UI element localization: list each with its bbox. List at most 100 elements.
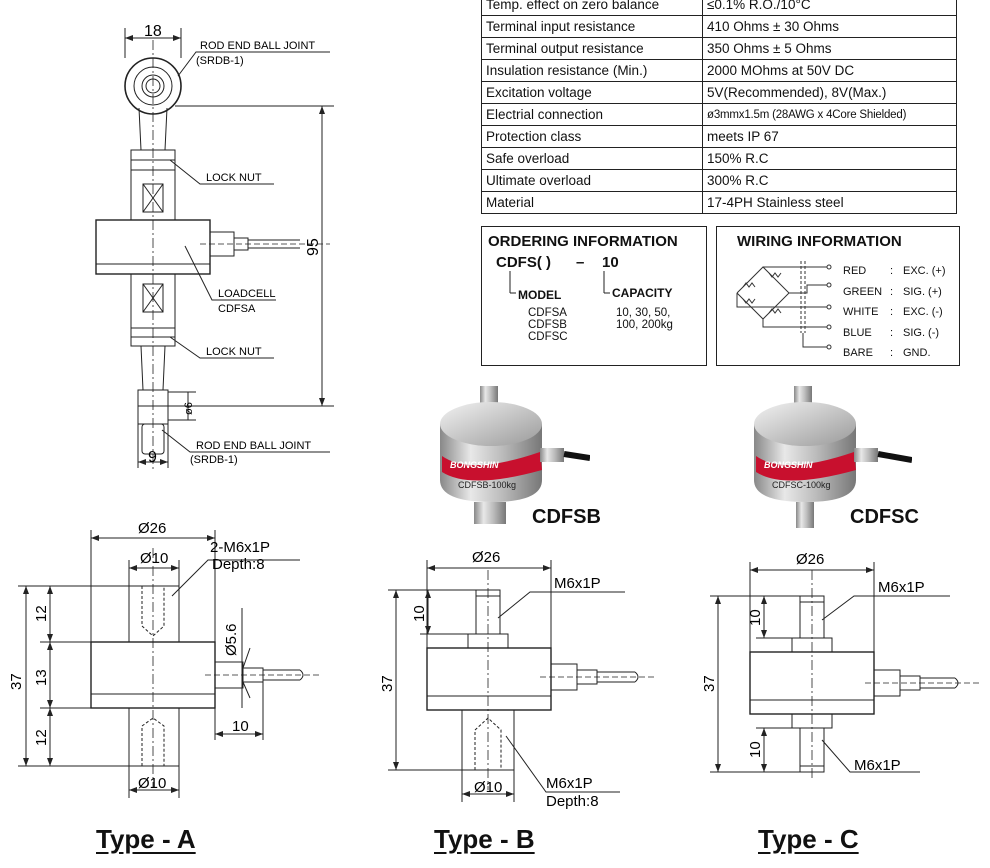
wire-sep: : [890,285,894,298]
ordering-dash: – [576,254,585,271]
model-item: CDFSA [528,307,567,319]
wire-color-list: RED GREEN WHITE BLUE BARE [843,261,882,364]
type-c-h-top: 10 [747,609,764,626]
cdfsb-model-text: CDFSB-100kg [458,480,516,490]
type-b-h-top: 10 [411,605,428,622]
wire-color: WHITE [843,306,879,318]
dim-length: 95 [305,238,322,256]
type-c-thread-top: M6x1P [878,579,925,596]
cdfsc-brand: BONGSHIN [764,460,813,470]
spec-row: Temp. effect on zero balance≤0.1% R.O./1… [481,0,957,16]
spec-table: Temp. effect on zero balance≤0.1% R.O./1… [481,0,957,214]
type-a-h-mid: 13 [33,669,50,686]
type-b-dia-body: Ø26 [472,549,500,566]
type-a-dia-stud: Ø10 [140,550,168,567]
type-c-h-bottom: 10 [747,741,764,758]
spec-key: Material [481,191,703,214]
dim-width: 18 [144,23,162,40]
wire-signal: EXC. (-) [903,306,943,318]
spec-value: 2000 MOhms at 50V DC [702,59,957,82]
spec-value: 17-4PH Stainless steel [702,191,957,214]
type-a-dia-stud-bottom: Ø10 [138,775,166,792]
type-c-h-total: 37 [701,675,718,692]
spec-key: Safe overload [481,147,703,170]
type-b-thread-bottom: M6x1P [546,775,593,792]
spec-key: Terminal input resistance [481,15,703,38]
label-rod-end-bottom-sub: (SRDB-1) [190,454,238,466]
label-loadcell-sub: CDFSA [218,303,256,315]
wire-color: BARE [843,347,873,359]
wiring-title: WIRING INFORMATION [737,233,902,250]
dim-bottom: 9 [148,449,157,466]
wire-signal: SIG. (+) [903,285,942,298]
wire-sep: : [890,347,894,359]
wire-signal-list: EXC. (+) SIG. (+) EXC. (-) SIG. (-) GND. [903,261,945,364]
spec-key: Electrial connection [481,103,703,126]
wire-signal: SIG. (-) [903,326,940,339]
type-a-cable-dia: Ø5.6 [223,623,240,656]
ordering-leader-lines [509,271,610,294]
capacity-item: 100, 200kg [616,319,673,331]
bridge-circuit-diagram [736,261,832,350]
spec-key: Ultimate overload [481,169,703,192]
spec-value: 150% R.C [702,147,957,170]
ordering-code: CDFS( ) [496,254,551,271]
label-lock-nut-top: LOCK NUT [206,172,262,184]
spec-value: 410 Ohms ± 30 Ohms [702,15,957,38]
wire-sep: : [890,265,894,277]
type-a-cable-len: 10 [232,718,249,735]
capacity-list: 10, 30, 50, 100, 200kg [616,307,673,331]
spec-value: 5V(Recommended), 8V(Max.) [702,81,957,104]
type-b-label: Type - B [434,824,535,854]
label-loadcell: LOADCELL [218,288,275,300]
wiring-information-box: WIRING INFORMATION RED [716,226,960,366]
model-list: CDFSA CDFSB CDFSC [528,307,568,343]
type-b-thread-top: M6x1P [554,575,601,592]
ordering-capacity-code: 10 [602,254,619,271]
type-c-dia-body: Ø26 [796,551,824,568]
type-a-depth: Depth:8 [212,556,265,573]
model-item: CDFSB [528,319,567,331]
spec-row: Insulation resistance (Min.)2000 MOhms a… [481,59,957,82]
spec-value: 300% R.C [702,169,957,192]
wire-sep: : [890,326,894,339]
ordering-title: ORDERING INFORMATION [488,233,678,250]
type-a-h-total: 37 [8,673,25,690]
spec-key: Excitation voltage [481,81,703,104]
assembly-drawing: 18 95 ø6 9 ROD END BALL JOINT (SRDB-1) L… [95,23,334,470]
wire-signal: GND. [903,347,931,359]
wire-color: GREEN [843,285,883,298]
model-label: MODEL [518,288,562,302]
cdfsc-label: CDFSC [850,506,919,528]
type-a-thread: 2-M6x1P [210,539,270,556]
wire-sep: : [890,306,894,318]
label-rod-end-top-sub: (SRDB-1) [196,55,244,67]
label-rod-end-bottom: ROD END BALL JOINT [196,440,311,452]
label-rod-end-top: ROD END BALL JOINT [200,40,315,52]
type-b-dia-bottom: Ø10 [474,779,502,796]
wire-signal: EXC. (+) [903,265,946,277]
cdfsc-product-photo: BONGSHIN CDFSC-100kg [754,386,912,528]
dim-rod-dia: ø6 [183,402,195,415]
wire-color: RED [843,265,867,277]
type-c-label: Type - C [758,824,859,854]
spec-value: 350 Ohms ± 5 Ohms [702,37,957,60]
type-a-h-top: 12 [33,605,50,622]
type-a-h-bot: 12 [33,729,50,746]
spec-value: meets IP 67 [702,125,957,148]
capacity-item: 10, 30, 50, [616,307,671,319]
cdfsb-brand: BONGSHIN [450,460,499,470]
model-item: CDFSC [528,331,568,343]
cdfsb-label: CDFSB [532,506,601,528]
spec-key: Protection class [481,125,703,148]
spec-value: ø3mmx1.5m (28AWG x 4Core Shielded) [702,103,957,126]
type-a-label: Type - A [96,824,196,854]
type-a-dia-body: Ø26 [138,520,166,537]
type-b-depth: Depth:8 [546,793,599,810]
